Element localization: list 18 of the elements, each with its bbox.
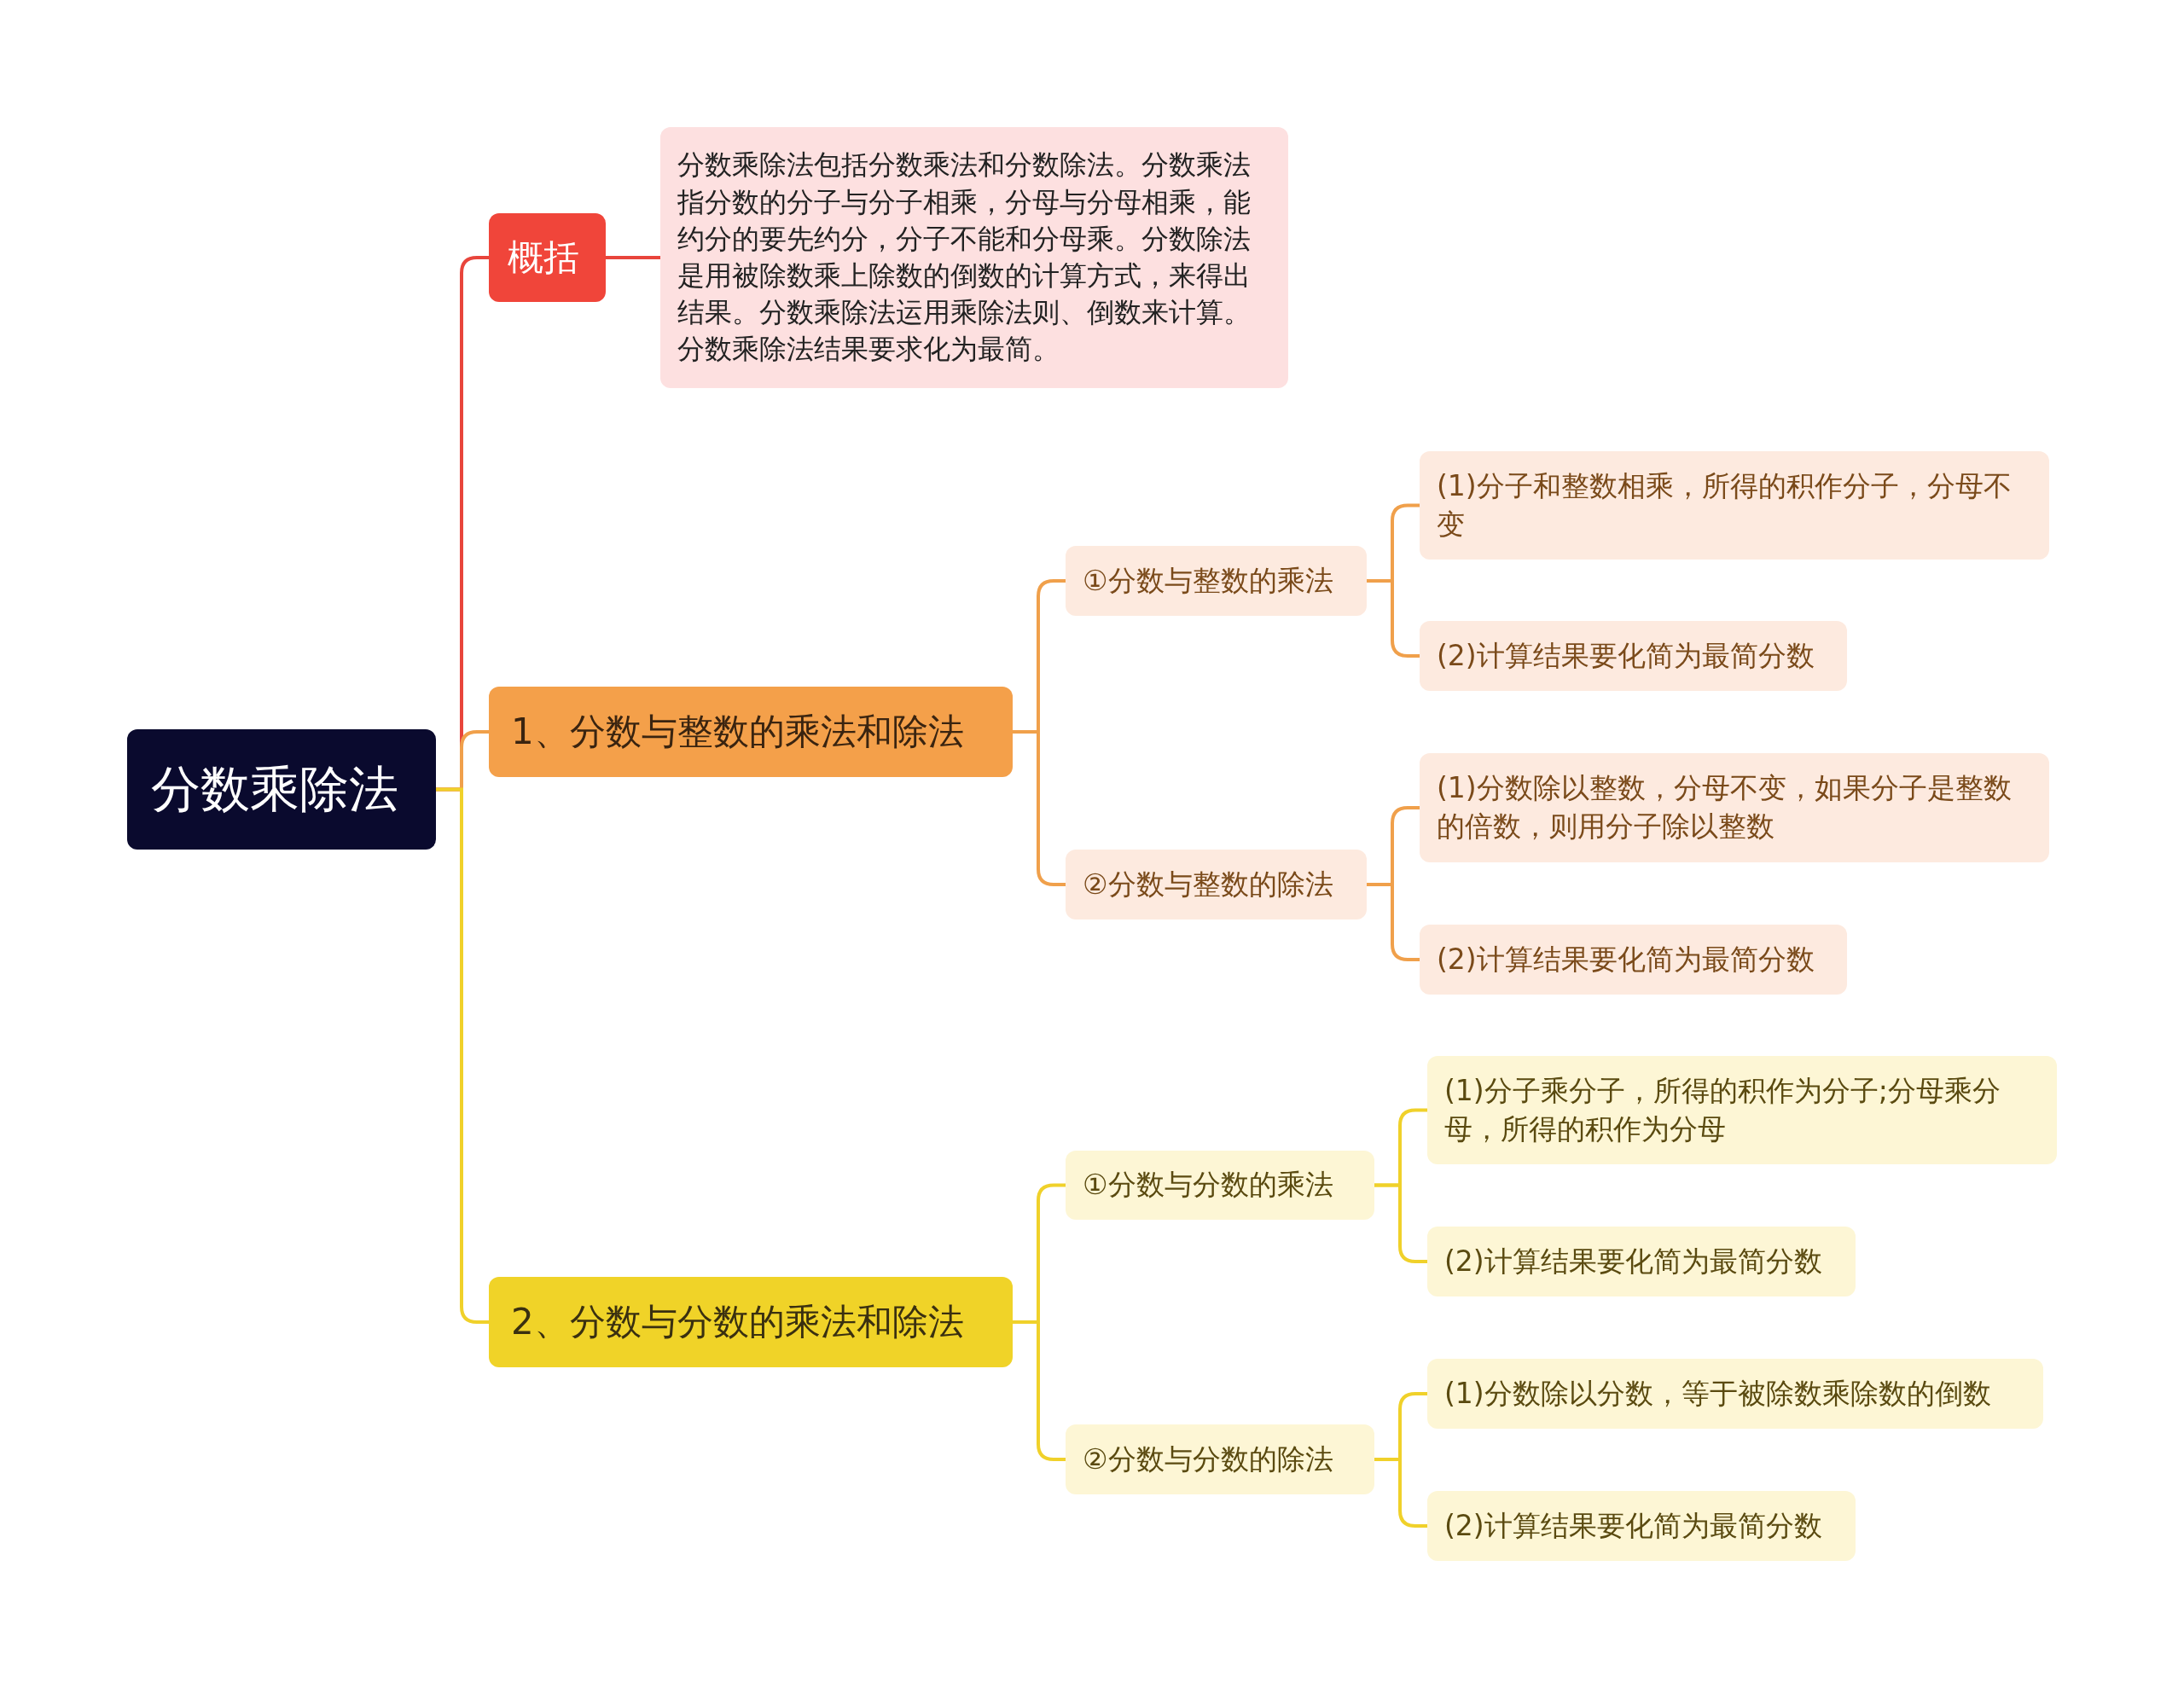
branch-topic: 2、分数与分数的乘法和除法 [489,1277,1013,1367]
subtopic-box: ①分数与分数的乘法 [1066,1151,1374,1220]
subtopic-box: (1)分数除以整数，分母不变，如果分子是整数的倍数，则用分子除以整数 [1420,753,2049,862]
branch-topic: 1、分数与整数的乘法和除法 [489,687,1013,777]
subtopic-box: ①分数与整数的乘法 [1066,546,1367,616]
subtopic-box: ②分数与分数的除法 [1066,1424,1374,1494]
subtopic-box: (1)分子和整数相乘，所得的积作分子，分母不变 [1420,451,2049,560]
subtopic-box: (2)计算结果要化简为最简分数 [1427,1491,1856,1561]
subtopic-box: (1)分数除以分数，等于被除数乘除数的倒数 [1427,1359,2043,1429]
subtopic-box: ②分数与整数的除法 [1066,850,1367,919]
subtopic-box: (2)计算结果要化简为最简分数 [1420,925,1847,995]
subtopic-box: (2)计算结果要化简为最简分数 [1427,1227,1856,1296]
root-topic: 分数乘除法 [127,729,436,850]
subtopic-box: (1)分子乘分子，所得的积作为分子;分母乘分母，所得的积作为分母 [1427,1056,2057,1164]
subtopic-box: (2)计算结果要化简为最简分数 [1420,621,1847,691]
connector-line [606,256,660,259]
branch-topic: 概括 [489,213,606,302]
summary-note: 分数乘除法包括分数乘法和分数除法。分数乘法指分数的分子与分子相乘，分母与分母相乘，能约分的要先约分，分子不能和分母乘。分数除法是用被除数乘上除数的倒数的计算方式，来得出结果。分数乘除法运用乘除法则、倒数来计算。分数乘除法结果要求化为最简。 [660,127,1288,388]
